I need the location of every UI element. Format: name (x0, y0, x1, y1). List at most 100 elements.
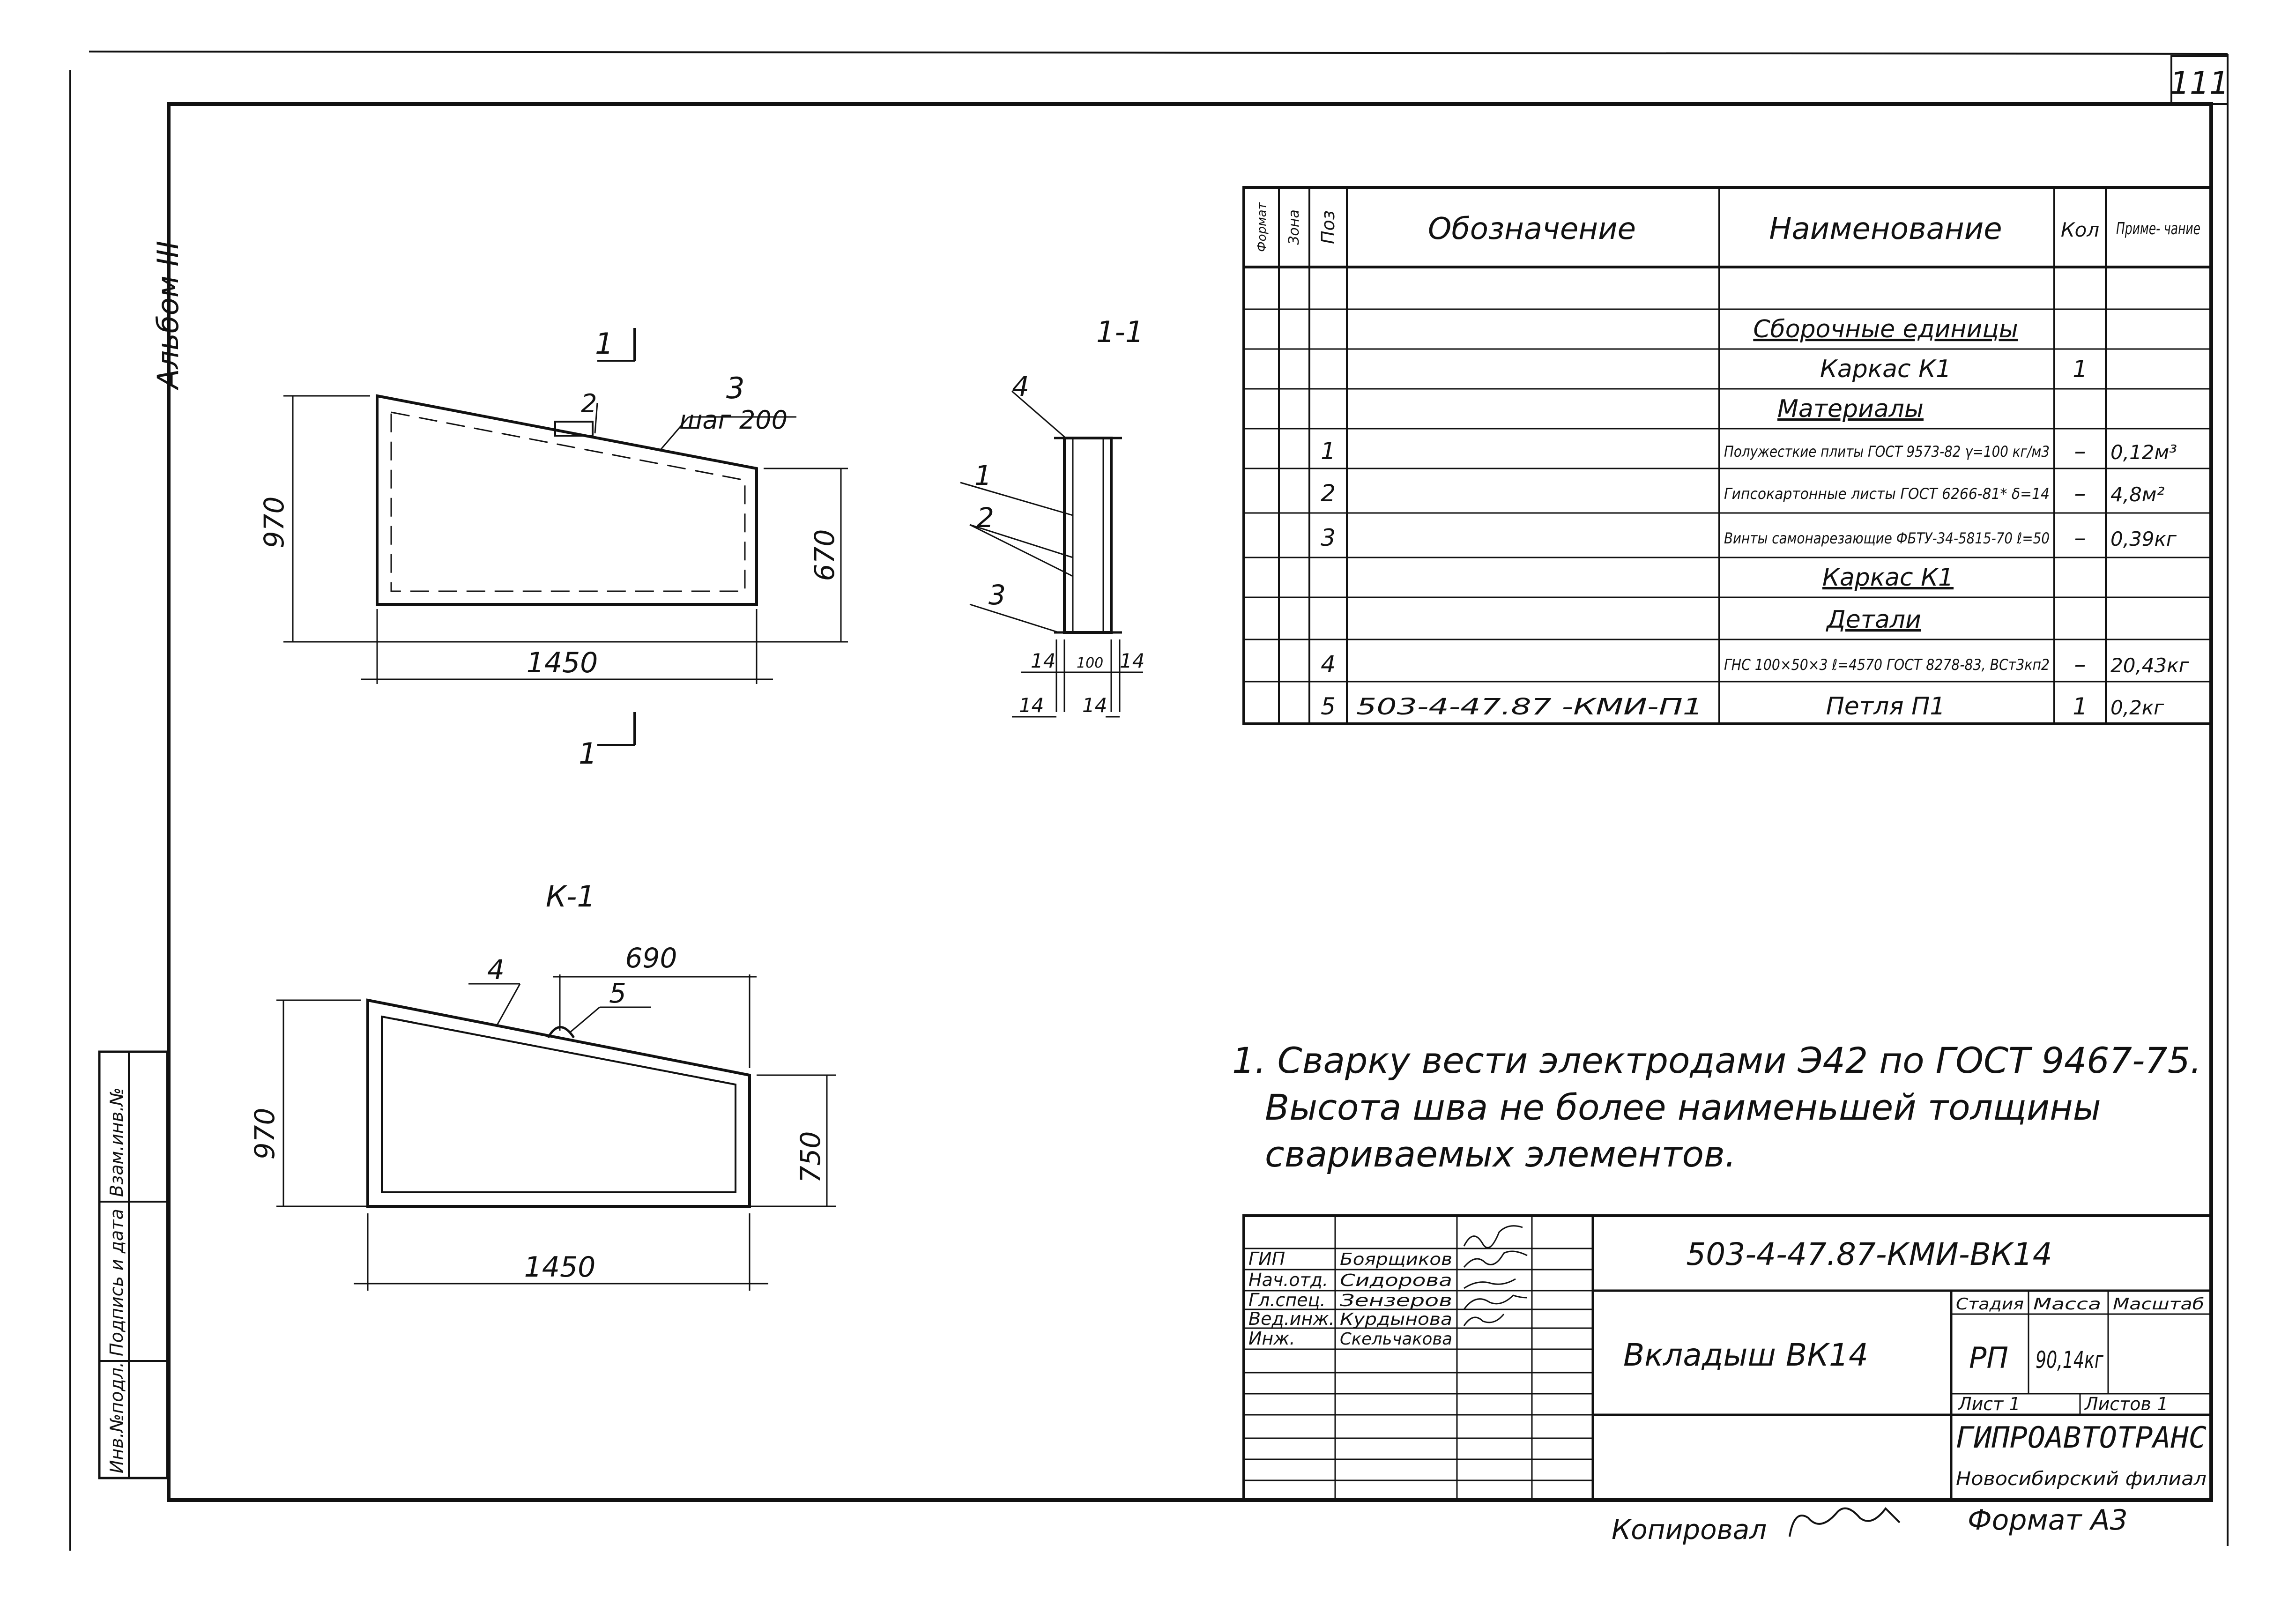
title-mass-header: Масса (2033, 1295, 2101, 1314)
plan-callout-2: 2 (581, 389, 597, 418)
k1-dim-bottom: 1450 (524, 1251, 596, 1284)
spec-cell-name: Гипсокартонные листы ГОСТ 6266-81* δ=14 (1724, 485, 2050, 503)
title-person-4: Курдынова (1340, 1310, 1452, 1329)
section-dim-14b: 14 (1120, 649, 1144, 672)
spec-cell-note: 0,39кг (2110, 528, 2177, 550)
title-person-2: Сидорова (1340, 1271, 1452, 1290)
spec-header-qty: Кол (2061, 218, 2099, 241)
spec-cell-name: Каркас К1 (1822, 564, 1954, 592)
spec-cell-qty: – (2074, 524, 2086, 551)
spec-cell-name: ГНС 100×50×3 ℓ=4570 ГОСТ 8278-83, ВСт3кп… (1724, 656, 2050, 674)
note-line-3: свариваемых элементов. (1265, 1133, 1736, 1175)
spec-cell-name: Детали (1826, 606, 1921, 634)
title-role-3: Гл.спец. (1248, 1290, 1326, 1310)
title-scale-header: Масштаб (2113, 1295, 2204, 1314)
note-line-2: Высота шва не более наименьшей толщины (1265, 1086, 2101, 1128)
title-sheets: Листов 1 (2084, 1394, 2168, 1414)
k1-callout-5: 5 (609, 977, 626, 1009)
spec-cell-name: Материалы (1777, 395, 1924, 423)
table-row: 4 ГНС 100×50×3 ℓ=4570 ГОСТ 8278-83, ВСт3… (1321, 651, 2190, 678)
spec-header-zone: Зона (1286, 209, 1302, 245)
table-row: Детали (1826, 606, 1921, 634)
title-person-1: Боярщиков (1340, 1250, 1452, 1269)
title-branch: Новосибирский филиал (1956, 1468, 2207, 1490)
section-dim-100: 100 (1077, 655, 1103, 671)
plan-dim-bottom: 1450 (527, 646, 598, 679)
spec-cell-name: Винты самонарезающие ФБТУ-34-5815-70 ℓ=5… (1724, 529, 2050, 547)
table-row: Сборочные единицы (1753, 315, 2018, 343)
title-stage: РП (1969, 1341, 2008, 1375)
table-row: 3 Винты самонарезающие ФБТУ-34-5815-70 ℓ… (1321, 524, 2177, 551)
side-stamp (98, 1050, 169, 1479)
album-label: Альбом III (151, 241, 185, 391)
table-row: Материалы (1777, 395, 1924, 423)
table-row: 1 Полужесткие плиты ГОСТ 9573-82 γ=100 к… (1321, 438, 2177, 465)
spec-header-note: Приме- чание (2116, 219, 2200, 238)
spec-cell-qty: – (2074, 438, 2086, 465)
plan-cut-mark-top: 1 (595, 327, 613, 361)
spec-cell-note: 20,43кг (2110, 654, 2190, 677)
spec-cell-qty: – (2074, 480, 2086, 507)
k1-callout-4: 4 (487, 954, 505, 986)
section-dim-14c: 14 (1019, 694, 1044, 717)
spec-cell-name: Петля П1 (1826, 692, 1946, 721)
section-callout-1: 1 (974, 460, 992, 491)
plan-view (283, 328, 848, 746)
title-code: 503-4-47.87-КМИ-ВК14 (1686, 1236, 2052, 1272)
section-callout-2: 2 (977, 502, 994, 534)
plan-callout-step: шаг 200 (679, 405, 788, 435)
spec-header-format: Формат (1255, 202, 1269, 252)
spec-cell-pos: 3 (1321, 524, 1336, 551)
side-stamp-inv: Инв.№подл. (106, 1362, 127, 1473)
spec-cell-note: 0,12м³ (2110, 441, 2177, 464)
spec-cell-pos: 4 (1321, 651, 1336, 678)
spec-header-name: Наименование (1769, 212, 2002, 246)
section-dim-14d: 14 (1082, 694, 1107, 717)
section-callout-4: 4 (1012, 371, 1029, 402)
spec-cell-pos: 5 (1321, 693, 1336, 720)
sheet-number: 111 (2170, 65, 2229, 101)
side-stamp-sign: Подпись и дата (106, 1209, 127, 1356)
section-callout-3: 3 (988, 579, 1006, 611)
title-role-1: ГИП (1248, 1248, 1285, 1269)
copier-signature (1789, 1507, 1901, 1537)
spec-cell-pos: 2 (1321, 480, 1336, 507)
spec-cell-pos: 1 (1321, 438, 1336, 465)
spec-header-designation: Обозначение (1428, 212, 1636, 246)
table-row: 5 503-4-47.87 -КМИ-П1 Петля П1 1 0,2кг (1321, 692, 2164, 721)
table-row: Каркас К1 1 (1820, 355, 2088, 383)
title-stage-header: Стадия (1956, 1295, 2024, 1314)
spec-table (1242, 186, 2213, 725)
spec-cell-qty: 1 (2073, 356, 2088, 383)
k1-dim-top: 690 (625, 942, 677, 974)
plan-callout-3: 3 (726, 371, 744, 405)
plan-dim-left: 970 (258, 497, 290, 549)
k1-label: К-1 (546, 879, 595, 914)
title-org: ГИПРОАВТОТРАНС (1956, 1420, 2207, 1455)
spec-rows: Сборочные единицы Каркас К1 1 Материалы … (1321, 315, 2190, 721)
title-person-5: Скельчакова (1340, 1330, 1452, 1349)
footer-format: Формат А3 (1968, 1504, 2128, 1537)
spec-cell-name: Полужесткие плиты ГОСТ 9573-82 γ=100 кг/… (1724, 443, 2050, 461)
k1-dim-right: 750 (795, 1131, 826, 1183)
title-block (1242, 1214, 2213, 1501)
spec-cell-note: 0,2кг (2110, 696, 2164, 719)
table-row: Каркас К1 (1822, 564, 1954, 592)
sheet-frame (69, 51, 2229, 1551)
spec-cell-name: Сборочные единицы (1753, 315, 2018, 343)
spec-cell-qty: – (2074, 651, 2086, 678)
section-view (960, 390, 1143, 718)
spec-cell-name: Каркас К1 (1820, 355, 1951, 383)
plan-dim-right: 670 (809, 529, 840, 581)
table-row: 2 Гипсокартонные листы ГОСТ 6266-81* δ=1… (1321, 480, 2164, 507)
k1-dim-left: 970 (249, 1108, 281, 1160)
spec-cell-qty: 1 (2073, 693, 2088, 720)
spec-cell-designation: 503-4-47.87 -КМИ-П1 (1356, 694, 1703, 720)
title-role-2: Нач.отд. (1248, 1270, 1328, 1290)
title-sheet: Лист 1 (1957, 1394, 2021, 1414)
title-person-3: Зензеров (1340, 1291, 1452, 1310)
footer-copied: Копировал (1612, 1514, 1767, 1546)
title-name: Вкладыш ВК14 (1623, 1337, 1868, 1373)
note-line-1: 1. Сварку вести электродами Э42 по ГОСТ … (1232, 1040, 2201, 1081)
